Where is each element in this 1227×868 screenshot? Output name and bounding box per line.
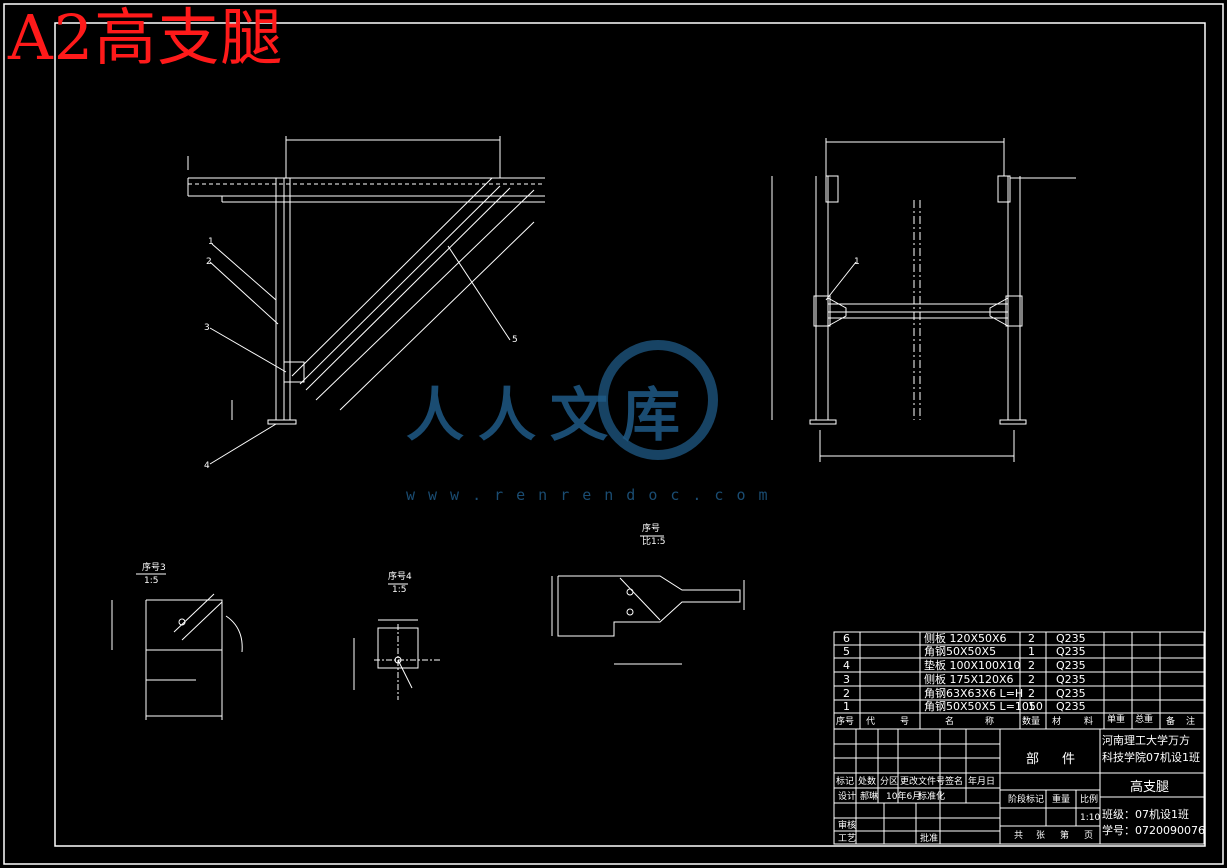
detail-6: [551, 535, 745, 665]
watermark-brand: 人人文库: [406, 381, 695, 449]
part-name: 垫板 100X100X10: [924, 659, 1021, 672]
side-label-1: 1: [208, 237, 214, 247]
school-line-1: 河南理工大学万方: [1102, 734, 1190, 747]
header-name-1: 名: [945, 717, 955, 727]
part-qty: 1: [1028, 645, 1035, 658]
inner-frame: [54, 22, 1206, 847]
drawing-name: 高支腿: [1130, 780, 1170, 795]
header-name-2: 称: [985, 717, 995, 727]
approve-label: 批准: [920, 834, 939, 844]
part-material: Q235: [1056, 673, 1086, 686]
stage-label: 阶段标记: [1008, 795, 1045, 805]
watermark-url: www.renrendoc.com: [406, 486, 781, 504]
drawing-title: A2高支腿: [8, 1, 284, 74]
part-material: Q235: [1056, 659, 1086, 672]
detail-4: [353, 583, 440, 700]
part-material: Q235: [1056, 700, 1086, 713]
header-material-2: 料: [1084, 717, 1094, 727]
header-qty: 数量: [1022, 717, 1041, 727]
rev-doc: 更改文件号: [900, 777, 946, 787]
design-date: 10年6月: [886, 792, 922, 802]
scale-label: 比例: [1080, 795, 1099, 805]
part-name: 角钢63X63X6 L=H: [924, 687, 1024, 700]
detail-6-title: 序号: [642, 524, 661, 534]
process-label: 工艺: [838, 834, 857, 844]
header-note-1: 备: [1166, 717, 1176, 727]
part-material: Q235: [1056, 645, 1086, 658]
detail-4-scale: 1:5: [392, 585, 407, 595]
part-qty: 2: [1028, 632, 1035, 645]
part-no: 3: [843, 673, 850, 686]
part-qty: 2: [1028, 673, 1035, 686]
class-label: 班级：07机设1班: [1102, 808, 1189, 821]
side-label-5: 5: [512, 335, 518, 345]
detail-3: [111, 573, 243, 720]
part-no: 1: [843, 700, 850, 713]
header-note-2: 注: [1186, 717, 1196, 727]
designer-name: 郝琳: [860, 792, 879, 802]
design-label: 设计: [838, 792, 857, 802]
scale-value: 1:10: [1080, 813, 1101, 823]
part-no: 5: [843, 645, 850, 658]
standardization-label: 标准化: [918, 792, 946, 802]
category-char-2: 件: [1062, 752, 1076, 767]
detail-4-title: 序号4: [388, 572, 412, 582]
sheet-page-label: 页: [1084, 831, 1094, 841]
header-material-1: 材: [1052, 717, 1062, 727]
part-qty: 1: [1028, 700, 1035, 713]
part-no: 2: [843, 687, 850, 700]
watermark-logo-ring: [598, 340, 718, 460]
part-name: 角钢50X50X5 L=1050: [924, 700, 1043, 713]
part-no: 6: [843, 632, 850, 645]
rev-date: 年月日: [968, 777, 996, 787]
detail-3-scale: 1:5: [144, 576, 159, 586]
detail-3-title: 序号3: [142, 563, 166, 573]
part-name: 侧板 120X50X6: [924, 632, 1007, 645]
review-label: 审核: [838, 821, 857, 831]
header-unit-weight: 单重: [1107, 715, 1126, 725]
part-qty: 2: [1028, 687, 1035, 700]
side-label-3: 3: [204, 323, 210, 333]
header-total-weight: 总重: [1135, 715, 1154, 725]
outer-frame: [3, 3, 1224, 865]
rev-sign: 签名: [945, 777, 964, 787]
rev-count: 处数: [858, 777, 877, 787]
rev-zone: 分区: [880, 777, 899, 787]
school-line-2: 科技学院07机设1班: [1102, 751, 1200, 764]
weight-label: 重量: [1052, 795, 1071, 805]
header-code-2: 号: [900, 717, 910, 727]
sheet-total-label: 共: [1014, 831, 1024, 841]
header-code-1: 代: [866, 717, 876, 727]
side-label-4: 4: [204, 461, 210, 471]
sheet-unit-label: 张: [1036, 831, 1046, 841]
rev-mark: 标记: [836, 777, 855, 787]
category-char-1: 部: [1026, 752, 1040, 767]
student-id-label: 学号：0720090076: [1102, 824, 1205, 837]
part-name: 侧板 175X120X6: [924, 673, 1014, 686]
part-material: Q235: [1056, 632, 1086, 645]
front-label-1: 1: [854, 257, 860, 267]
parts-table-lines: [833, 631, 1205, 845]
header-no: 序号: [836, 717, 855, 727]
detail-6-scale: 比1:5: [642, 537, 666, 547]
sheet-index-label: 第: [1060, 831, 1070, 841]
side-view: [187, 136, 545, 465]
part-name: 角钢50X50X5: [924, 645, 997, 658]
side-label-2: 2: [206, 257, 212, 267]
part-material: Q235: [1056, 687, 1086, 700]
front-view: [771, 138, 1076, 462]
part-qty: 2: [1028, 659, 1035, 672]
part-no: 4: [843, 659, 850, 672]
